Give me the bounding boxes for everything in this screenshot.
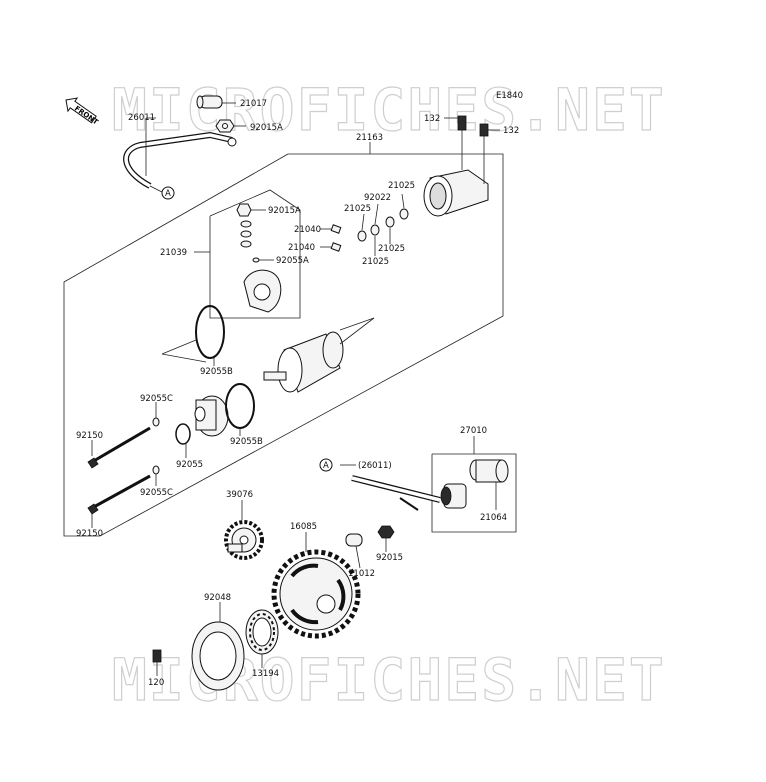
- motor-yoke: [263, 317, 375, 393]
- callout-120: 120: [148, 678, 164, 688]
- leader-lines: [91, 102, 500, 676]
- callout-21025-d: 21025: [362, 257, 389, 267]
- callout-21025-c: 21025: [378, 244, 405, 254]
- callout-21163: 21163: [356, 133, 383, 143]
- callout-27010: 27010: [460, 426, 487, 436]
- relay-outline: [431, 453, 517, 533]
- relay-cable: [351, 475, 441, 511]
- relay-21064: [469, 459, 509, 483]
- callout-21025-a: 21025: [388, 181, 415, 191]
- callout-92055b-top: 92055B: [200, 367, 233, 377]
- front-arrow-icon: FRONT: [65, 97, 100, 126]
- starter-gear-16085: [271, 549, 361, 639]
- relay-body-27010: [440, 483, 467, 509]
- callout-92055b-bottom: 92055B: [230, 437, 263, 447]
- washer-stack: [357, 208, 409, 242]
- callout-16085: 16085: [290, 522, 317, 532]
- terminal-stack: [236, 203, 260, 263]
- callout-26011: 26011: [128, 113, 155, 123]
- callout-labels: 21017 26011 92015A 21163 132 132 21025 9…: [76, 99, 519, 688]
- o-ring-92055c: [152, 417, 160, 475]
- callout-92055c-bottom: 92055C: [140, 488, 173, 498]
- callout-92022: 92022: [364, 193, 391, 203]
- callout-92015: 92015: [376, 553, 403, 563]
- idle-gear-39076: [224, 520, 264, 560]
- callout-92150-top: 92150: [76, 431, 103, 441]
- callout-92055a: 92055A: [276, 256, 309, 266]
- ref-marker-a-top: A: [149, 185, 175, 200]
- brush-holder-21039: [243, 269, 282, 313]
- callout-132-left: 132: [424, 114, 440, 124]
- callout-26011-paren: (26011): [358, 461, 392, 471]
- callout-21025-b: 21025: [344, 204, 371, 214]
- brush-holder-outline: [209, 189, 301, 319]
- callout-21017: 21017: [240, 99, 267, 109]
- bolt-132-right: [479, 123, 489, 137]
- o-ring-92055b-bottom: [225, 383, 255, 429]
- callout-21039: 21039: [160, 248, 187, 258]
- callout-21040-b: 21040: [288, 243, 315, 253]
- watermark-top: MICROFICHES.NET: [112, 76, 666, 144]
- long-bolt-92150-bottom: [87, 474, 151, 515]
- callout-39076: 39076: [226, 490, 253, 500]
- callout-92055: 92055: [176, 460, 203, 470]
- o-ring-92055b-top: [161, 305, 225, 363]
- callout-92048: 92048: [204, 593, 231, 603]
- nut-92015: [377, 525, 395, 539]
- svg-text:A: A: [323, 461, 329, 471]
- ref-marker-a-bottom: A: [319, 458, 333, 472]
- svg-text:A: A: [165, 189, 171, 199]
- callout-11012: 11012: [348, 569, 375, 579]
- callout-21064: 21064: [480, 513, 507, 523]
- one-way-clutch-13194: [245, 609, 279, 655]
- o-ring-92055: [175, 423, 191, 445]
- diagram-code: E1840: [496, 91, 523, 101]
- callout-21040-a: 21040: [294, 225, 321, 235]
- rear-cover-21163: [423, 128, 489, 217]
- callout-92015a-top: 92015A: [250, 123, 283, 133]
- long-bolt-92150-top: [87, 426, 151, 469]
- brush-21040: [330, 224, 342, 252]
- callout-92150-bottom: 92150: [76, 529, 103, 539]
- bolt-120: [152, 649, 162, 663]
- cap-11012: [345, 533, 363, 547]
- plate-92048: [191, 621, 245, 691]
- assembly-outline: [63, 153, 504, 537]
- bolt-132-left: [457, 115, 467, 131]
- callout-92015a-mid: 92015A: [268, 206, 301, 216]
- starter-cable: [123, 131, 237, 189]
- callout-13194: 13194: [252, 669, 279, 679]
- callout-132-right: 132: [503, 126, 519, 136]
- front-cover: [194, 395, 229, 437]
- callout-92055c-top: 92055C: [140, 394, 173, 404]
- terminal-cap-21017: [196, 95, 223, 109]
- nut-92015a-top: [215, 119, 235, 133]
